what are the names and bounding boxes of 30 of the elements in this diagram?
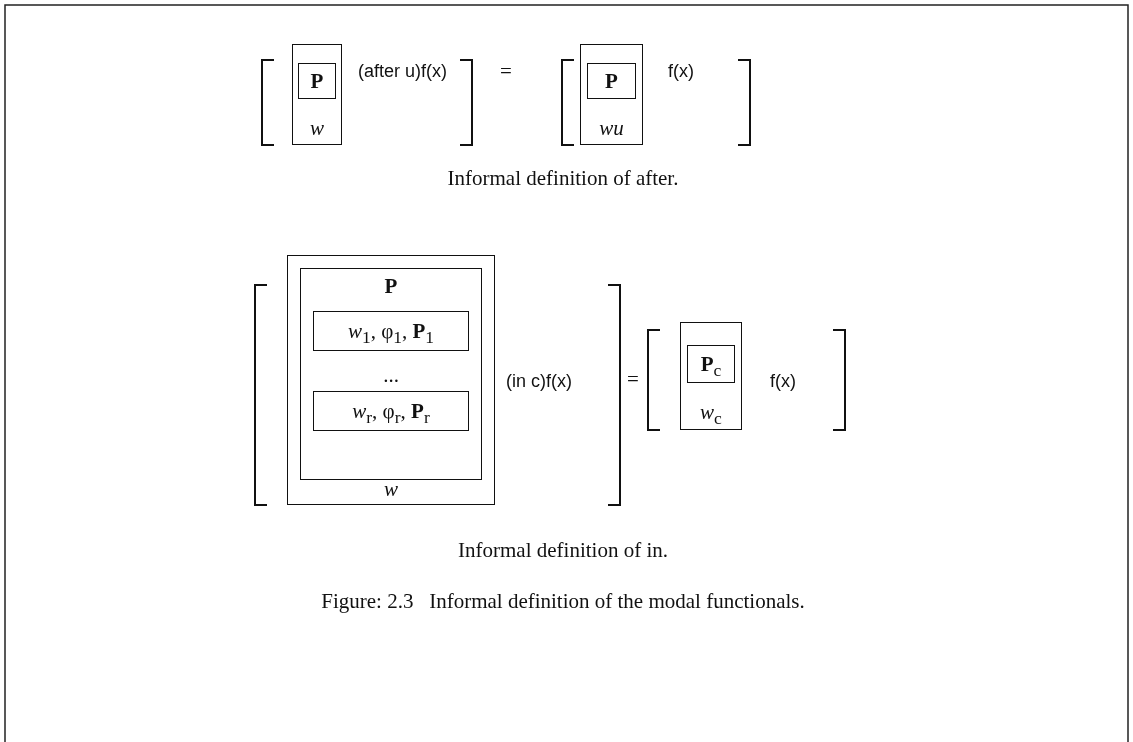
math-text: w$_{r}$, φ$_{r}$, P$_{r}$ <box>351 398 431 430</box>
math-text: P <box>309 68 325 94</box>
math-text: ... <box>382 362 400 388</box>
math-text: P$_{c}$ <box>699 351 723 383</box>
expression-text: f(x) <box>770 370 796 393</box>
math-text: w <box>383 476 399 502</box>
math-text: wu <box>598 115 625 141</box>
math-box <box>587 63 636 99</box>
math-text: w$_{1}$, φ$_{1}$, P$_{1}$ <box>346 318 436 350</box>
math-box <box>300 268 482 480</box>
expression-text: (in c)f(x) <box>506 370 572 393</box>
equals-sign: = <box>500 58 512 84</box>
math-box <box>298 63 336 99</box>
math-box <box>680 322 742 430</box>
math-text: P <box>383 273 399 299</box>
expression-text: f(x) <box>668 60 694 83</box>
math-text: P <box>604 68 619 94</box>
math-box <box>313 391 469 431</box>
math-text: w <box>309 115 325 141</box>
subcaption: Informal definition of in. <box>458 537 668 563</box>
math-box <box>313 311 469 351</box>
subcaption: Informal definition of after. <box>447 165 679 191</box>
figure-caption: Figure: 2.3 Informal definition of the modal functionals. <box>321 588 805 614</box>
equals-sign: = <box>627 366 639 392</box>
expression-text: (after u)f(x) <box>358 60 447 83</box>
math-text: w$_{c}$ <box>699 399 723 431</box>
math-box <box>292 44 342 145</box>
math-box <box>687 345 735 383</box>
math-box <box>580 44 643 145</box>
math-box <box>287 255 495 505</box>
